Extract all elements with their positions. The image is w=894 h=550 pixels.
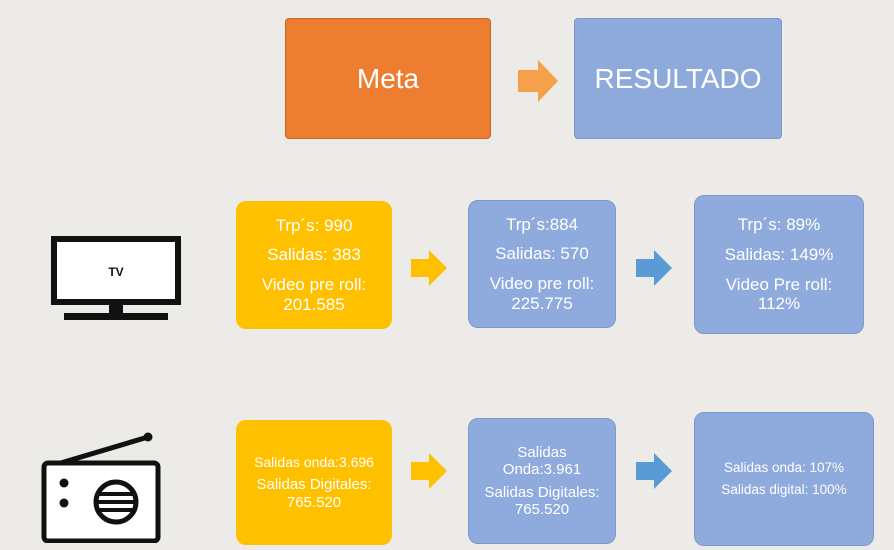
meta-header-box: Meta (285, 18, 491, 139)
arrow-right-icon (636, 250, 672, 286)
radio-result-box: Salidas Onda:3.961 Salidas Digitales: 76… (468, 418, 616, 544)
arrow-right-icon (636, 453, 672, 489)
tv-percent-video-label: Video Pre roll: (725, 274, 833, 294)
tv-meta-box: Trp´s: 990 Salidas: 383 Video pre roll: … (236, 201, 392, 329)
arrow-right-icon (518, 60, 558, 102)
radio-meta-box: Salidas onda:3.696 Salidas Digitales: 76… (236, 420, 392, 545)
tv-result-trps: Trp´s:884 (505, 214, 579, 234)
radio-meta-digitales-label: Salidas Digitales: (256, 476, 372, 494)
arrow-right-icon (411, 250, 447, 286)
tv-meta-salidas: Salidas: 383 (267, 245, 361, 265)
tv-percent-salidas: Salidas: 149% (724, 244, 834, 264)
radio-meta-onda: Salidas onda:3.696 (254, 454, 374, 471)
tv-result-video-label: Video pre roll: (489, 274, 595, 293)
result-header-box: RESULTADO (574, 18, 782, 139)
tv-percent-trps: Trp´s: 89% (737, 215, 821, 235)
radio-percent-onda: Salidas onda: 107% (723, 460, 845, 476)
radio-result-digitales-label: Salidas Digitales: (484, 484, 600, 501)
tv-meta-trps: Trp´s: 990 (275, 215, 353, 235)
arrow-right-icon (411, 453, 447, 489)
tv-percent-video-value: 112% (757, 294, 801, 314)
tv-result-video-value: 225.775 (511, 293, 573, 313)
meta-header-label: Meta (356, 62, 420, 94)
radio-meta-digitales-value: 765.520 (286, 493, 342, 511)
tv-meta-video-label: Video pre roll: (261, 275, 367, 294)
tv-result-salidas: Salidas: 570 (495, 244, 589, 264)
radio-result-onda: Onda:3.961 (502, 460, 582, 478)
radio-percent-box: Salidas onda: 107% Salidas digital: 100% (694, 412, 874, 546)
tv-icon-label: TV (108, 265, 123, 279)
result-header-label: RESULTADO (594, 62, 762, 94)
radio-percent-digital: Salidas digital: 100% (721, 482, 847, 497)
tv-meta-video-value: 201.585 (283, 294, 345, 314)
tv-result-box: Trp´s:884 Salidas: 570 Video pre roll: 2… (468, 200, 616, 328)
radio-icon (41, 432, 161, 543)
radio-result-salidas: Salidas (517, 443, 567, 461)
tv-percent-box: Trp´s: 89% Salidas: 149% Video Pre roll:… (694, 195, 864, 334)
tv-icon: TV (51, 236, 181, 320)
radio-result-digitales-value: 765.520 (514, 501, 570, 519)
